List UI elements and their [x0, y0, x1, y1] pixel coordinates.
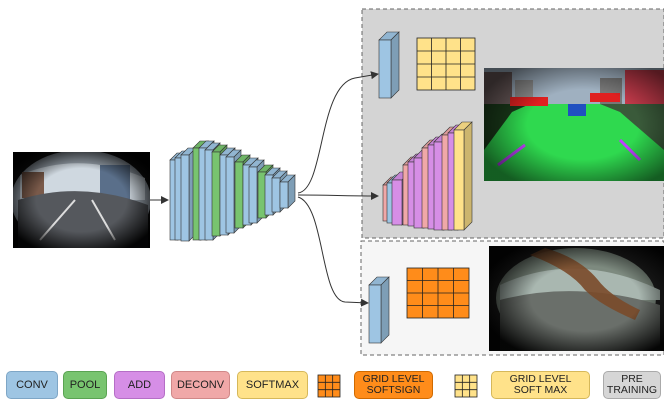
legend-pretraining-line1: PRE — [621, 373, 643, 385]
segmentation-pretraining-conv — [378, 31, 400, 99]
branch-arrow-top — [297, 71, 379, 194]
legend-deconv-label: DECONV — [176, 378, 225, 391]
legend-conv-label: CONV — [16, 378, 48, 391]
legend-softmax-label: SOFTMAX — [245, 378, 300, 391]
grid-softmax-output — [416, 37, 476, 91]
legend-grid-softmax-line2: SOFT MAX — [513, 384, 568, 396]
legend-pool-label: POOL — [69, 378, 101, 391]
grid-softmax-cells — [416, 37, 476, 91]
legend-deconv: DECONV — [171, 371, 230, 399]
legend-pretraining-line2: TRAINING — [606, 384, 658, 396]
encoder-layer-conv — [279, 174, 296, 209]
segmentation-output-image — [484, 68, 664, 181]
conv-layer — [378, 31, 400, 99]
conv-layer — [368, 276, 390, 344]
decoder-network — [382, 121, 473, 231]
legend-softmax: SOFTMAX — [237, 371, 308, 399]
legend-grid-softmax-icon — [454, 374, 478, 398]
legend-grid-softsign-line2: SOFTSIGN — [366, 384, 421, 396]
soiling-conv — [368, 276, 390, 344]
grid-softsign-cells — [406, 267, 470, 319]
legend-grid-softsign-line1: GRID LEVEL — [362, 373, 425, 385]
encoder-network — [169, 140, 296, 242]
legend-grid-softsign-icon — [317, 374, 341, 398]
legend-pool: POOL — [63, 371, 107, 399]
grid-softsign-output — [406, 267, 470, 319]
legend-add: ADD — [114, 371, 165, 399]
input-fisheye-image — [13, 152, 150, 248]
branch-arrow-bottom — [297, 196, 369, 307]
legend-add-label: ADD — [127, 378, 152, 391]
soiling-output-image — [489, 246, 664, 351]
legend-conv: CONV — [6, 371, 58, 399]
legend-grid-icons — [317, 374, 478, 398]
legend-grid-softmax-line1: GRID LEVEL — [509, 373, 572, 385]
decoder-layer-softmax — [453, 121, 473, 231]
branch-arrow-middle — [297, 191, 379, 200]
